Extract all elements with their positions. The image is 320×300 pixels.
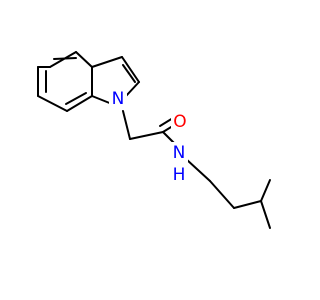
bond xyxy=(66,95,93,112)
bond xyxy=(260,200,271,229)
bond xyxy=(122,110,131,140)
atom-o1: O xyxy=(171,111,189,133)
bond xyxy=(209,180,235,209)
bond xyxy=(37,95,68,112)
atom-n1: N xyxy=(109,88,127,110)
bond xyxy=(129,131,164,140)
bond xyxy=(121,56,140,83)
bonds xyxy=(37,51,271,229)
bond xyxy=(53,57,77,60)
bond xyxy=(122,64,136,83)
atom-label-n2: N xyxy=(173,143,186,163)
bond xyxy=(185,158,211,182)
bond xyxy=(75,51,93,68)
bond xyxy=(233,200,262,209)
bond xyxy=(91,95,113,105)
atom-n2: N xyxy=(170,142,188,164)
bond xyxy=(91,56,123,68)
atom-label-o1: O xyxy=(173,112,186,132)
bond xyxy=(260,179,271,202)
atom-h1: H xyxy=(170,164,188,186)
bond xyxy=(125,81,140,97)
bond xyxy=(162,131,175,144)
atom-label-n1: N xyxy=(112,89,125,109)
bond xyxy=(65,92,87,105)
atom-labels: N O N H xyxy=(109,88,189,186)
bond xyxy=(159,117,174,127)
structure-diagram: N O N H xyxy=(37,51,271,229)
atom-label-h1: H xyxy=(173,165,186,185)
